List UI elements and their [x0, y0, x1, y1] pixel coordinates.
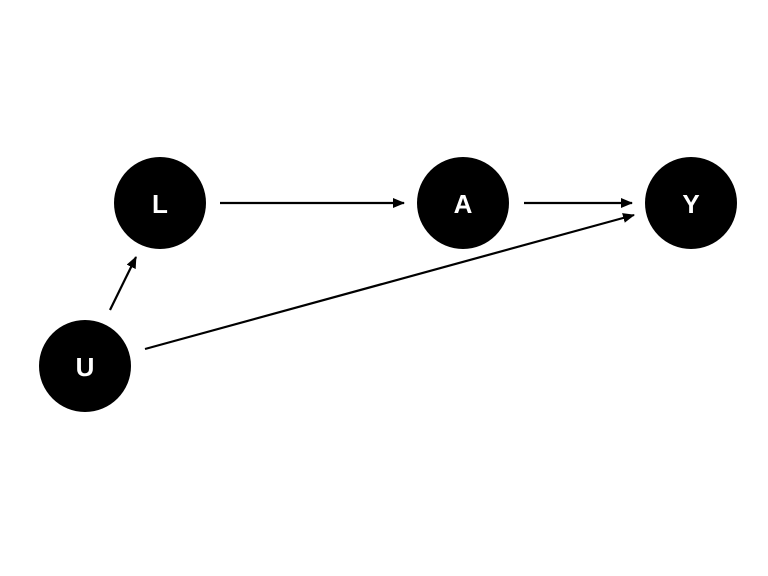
node-a: A [417, 157, 509, 249]
node-y-circle [645, 157, 737, 249]
node-u-label: U [76, 352, 95, 382]
node-l-circle [114, 157, 206, 249]
node-a-label: A [454, 189, 473, 219]
node-l-label: L [152, 189, 168, 219]
node-a-circle [417, 157, 509, 249]
node-y-label: Y [682, 189, 699, 219]
node-u-circle [39, 320, 131, 412]
node-y: Y [645, 157, 737, 249]
edge-u-to-y [144, 213, 635, 351]
node-u: U [39, 320, 131, 412]
edge-u-to-l [109, 256, 137, 311]
node-l: L [114, 157, 206, 249]
